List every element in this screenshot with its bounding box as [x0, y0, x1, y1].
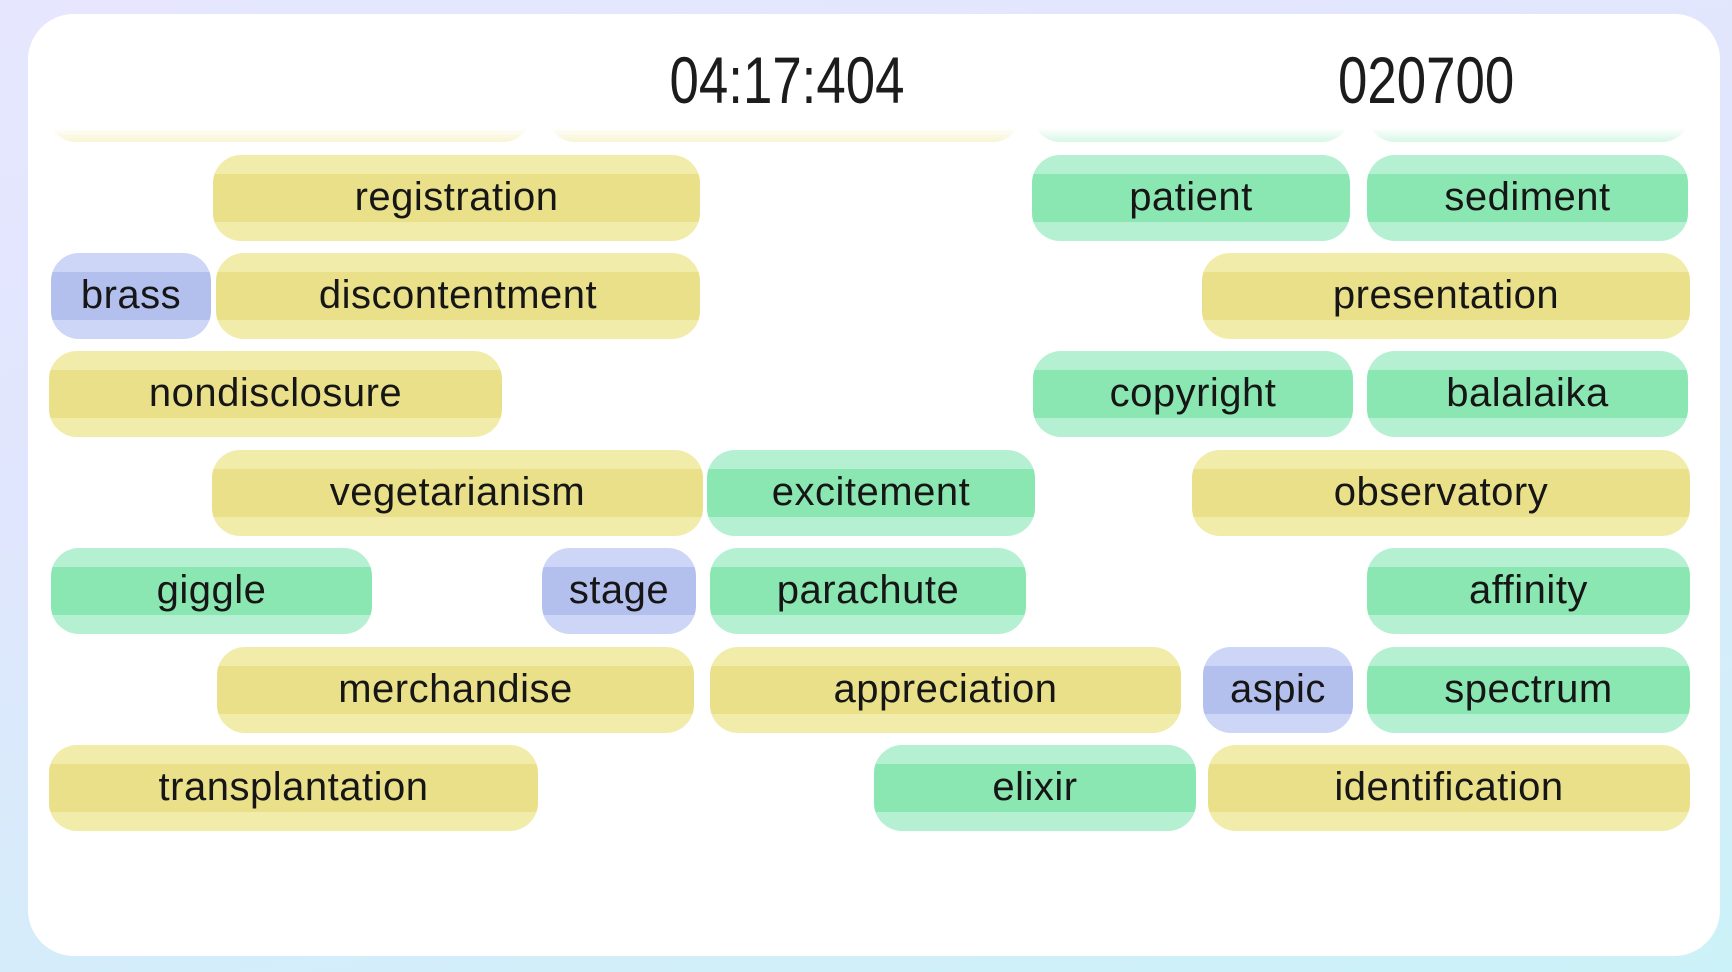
- word-label: affinity: [1469, 567, 1588, 612]
- word-pill-registration[interactable]: registration: [213, 155, 700, 241]
- word-pill-hidden[interactable]: [48, 56, 531, 142]
- word-pill-aspic[interactable]: aspic: [1203, 647, 1353, 733]
- word-pill-affinity[interactable]: affinity: [1367, 548, 1690, 634]
- word-pill-vegetarianism[interactable]: vegetarianism: [212, 450, 703, 536]
- game-panel: registration patient sediment brass disconte…: [28, 14, 1720, 956]
- word-pill-discontentment[interactable]: discontentment: [216, 253, 700, 339]
- word-label: aspic: [1230, 666, 1326, 711]
- word-label: presentation: [1332, 272, 1560, 317]
- word-label: parachute: [776, 567, 960, 612]
- word-label: appreciation: [833, 666, 1058, 711]
- word-label: merchandise: [338, 666, 573, 711]
- word-pill-presentation[interactable]: presentation: [1202, 253, 1690, 339]
- word-pill-transplantation[interactable]: transplantation: [49, 745, 538, 831]
- word-pill-excitement[interactable]: excitement: [707, 450, 1035, 536]
- word-label: stage: [568, 567, 670, 612]
- word-pill-copyright[interactable]: copyright: [1033, 351, 1353, 437]
- word-pill-patient[interactable]: patient: [1032, 155, 1350, 241]
- word-label: brass: [80, 272, 182, 317]
- word-label: sediment: [1444, 174, 1611, 219]
- word-pill-nondisclosure[interactable]: nondisclosure: [49, 351, 502, 437]
- word-label: registration: [354, 174, 559, 219]
- word-pill-balalaika[interactable]: balalaika: [1367, 351, 1688, 437]
- word-pill-brass[interactable]: brass: [51, 253, 211, 339]
- word-label: patient: [1129, 174, 1253, 219]
- word-pill-giggle[interactable]: giggle: [51, 548, 372, 634]
- word-pill-identification[interactable]: identification: [1208, 745, 1690, 831]
- word-pill-hidden[interactable]: [1032, 56, 1350, 142]
- word-pill-appreciation[interactable]: appreciation: [710, 647, 1181, 733]
- word-pill-elixir[interactable]: elixir: [874, 745, 1196, 831]
- word-label: copyright: [1109, 370, 1277, 415]
- word-pill-merchandise[interactable]: merchandise: [217, 647, 694, 733]
- word-label: observatory: [1333, 469, 1549, 514]
- word-pill-stage[interactable]: stage: [542, 548, 696, 634]
- word-label: spectrum: [1444, 666, 1613, 711]
- word-label: discontentment: [318, 272, 598, 317]
- timer: 04:17:404: [669, 43, 905, 117]
- word-pill-parachute[interactable]: parachute: [710, 548, 1026, 634]
- word-label: vegetarianism: [329, 469, 586, 514]
- word-pill-spectrum[interactable]: spectrum: [1367, 647, 1690, 733]
- score-counter: 020700: [1337, 43, 1514, 117]
- word-label: nondisclosure: [148, 370, 403, 415]
- word-label: balalaika: [1446, 370, 1609, 415]
- word-label: excitement: [771, 469, 971, 514]
- word-label: giggle: [156, 567, 267, 612]
- word-label: identification: [1334, 764, 1564, 809]
- word-pill-sediment[interactable]: sediment: [1367, 155, 1688, 241]
- word-board: registration patient sediment brass disconte…: [28, 14, 1720, 956]
- word-label: transplantation: [158, 764, 429, 809]
- word-label: elixir: [992, 764, 1078, 809]
- word-pill-observatory[interactable]: observatory: [1192, 450, 1690, 536]
